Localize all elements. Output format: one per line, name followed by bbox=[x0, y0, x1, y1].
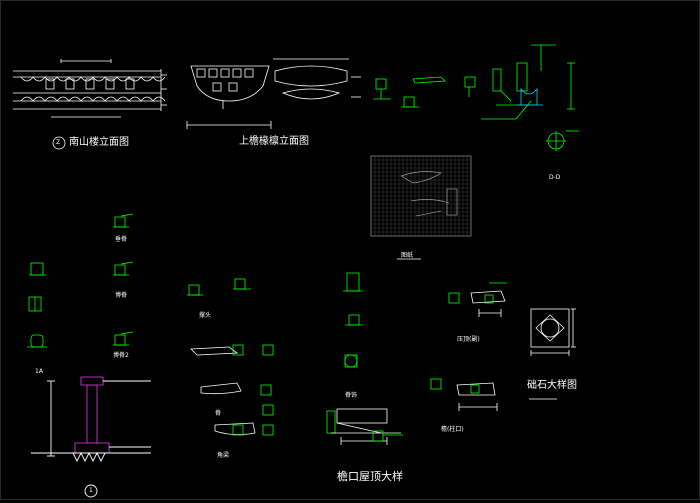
elevation-1-drawing bbox=[13, 59, 167, 150]
section-dd-drawing bbox=[546, 130, 579, 151]
detail-c-label: 博脊2 bbox=[113, 352, 129, 359]
detail-d-label: 撑头 bbox=[199, 312, 212, 319]
elev1-title: 南山楼立面图 bbox=[69, 137, 129, 148]
eave-detail-drawing bbox=[326, 408, 403, 445]
top-right-details bbox=[373, 44, 575, 120]
stone-base-drawing bbox=[529, 308, 576, 400]
section-1-drawing bbox=[31, 376, 151, 498]
detail-i-label: 檐(柱口) bbox=[441, 426, 464, 433]
top-right-cyan-ground bbox=[516, 87, 543, 106]
elevation-2-drawing bbox=[186, 58, 361, 129]
detail-f-label: 角梁 bbox=[217, 452, 230, 459]
left-details bbox=[27, 213, 134, 348]
elev1-circle-text: Z bbox=[56, 139, 61, 146]
marker-a-label: 1A bbox=[35, 368, 43, 375]
detail-e-label: 脊 bbox=[215, 410, 222, 417]
middle-details bbox=[187, 272, 363, 436]
right-details bbox=[430, 282, 507, 411]
detail-g-label: 脊饰 bbox=[345, 392, 358, 399]
detail-a-label: 垂脊 bbox=[115, 236, 128, 243]
section-dd-label: D-D bbox=[549, 174, 561, 181]
detail-h-label: 压顶(副) bbox=[457, 336, 480, 343]
stone-detail-title: 础石大样图 bbox=[527, 380, 577, 391]
grid-plan-drawing bbox=[370, 155, 472, 260]
eave-detail-title: 檐口屋顶大样 bbox=[337, 470, 403, 483]
elev2-title: 上檐椽檩立面图 bbox=[239, 136, 309, 147]
plan-caption: 图纸 bbox=[401, 252, 414, 259]
detail-b-label: 博脊 bbox=[115, 292, 128, 299]
section-1-circle-text: 1 bbox=[89, 487, 93, 494]
